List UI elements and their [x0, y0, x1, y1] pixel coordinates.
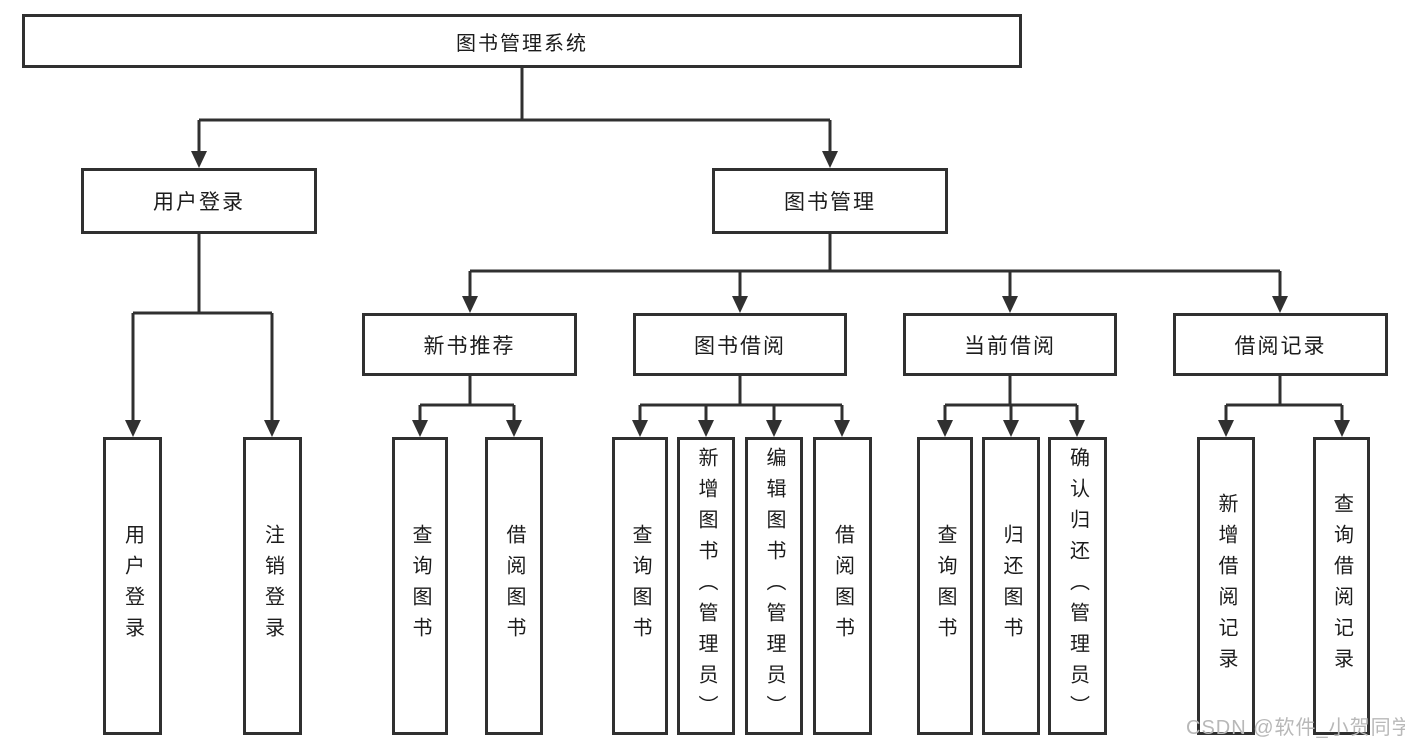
leaf-query-books-current: 查询图书	[917, 437, 973, 735]
leaf-user-login: 用户登录	[103, 437, 162, 735]
node-new-book-recommend: 新书推荐	[362, 313, 577, 376]
node-user-login: 用户登录	[81, 168, 317, 234]
node-library-management-system: 图书管理系统	[22, 14, 1022, 68]
leaf-return-books: 归还图书	[982, 437, 1040, 735]
leaf-query-books-recommend: 查询图书	[392, 437, 448, 735]
node-book-management: 图书管理	[712, 168, 948, 234]
arrowheads	[125, 151, 1350, 437]
leaf-query-borrow-record: 查询借阅记录	[1313, 437, 1370, 735]
leaf-add-borrow-record: 新增借阅记录	[1197, 437, 1255, 735]
leaf-add-books-admin: 新增图书（管理员）	[677, 437, 735, 735]
leaf-query-books-borrow: 查询图书	[612, 437, 668, 735]
leaf-borrow-books: 借阅图书	[813, 437, 872, 735]
csdn-watermark: CSDN @软件_小贺同学	[1186, 717, 1405, 739]
leaf-edit-books-admin: 编辑图书（管理员）	[745, 437, 803, 735]
node-current-borrow: 当前借阅	[903, 313, 1117, 376]
leaf-logout-login: 注销登录	[243, 437, 302, 735]
node-book-borrow: 图书借阅	[633, 313, 847, 376]
leaf-confirm-return-admin: 确认归还（管理员）	[1048, 437, 1107, 735]
node-borrow-records: 借阅记录	[1173, 313, 1388, 376]
leaf-borrow-books-recommend: 借阅图书	[485, 437, 543, 735]
